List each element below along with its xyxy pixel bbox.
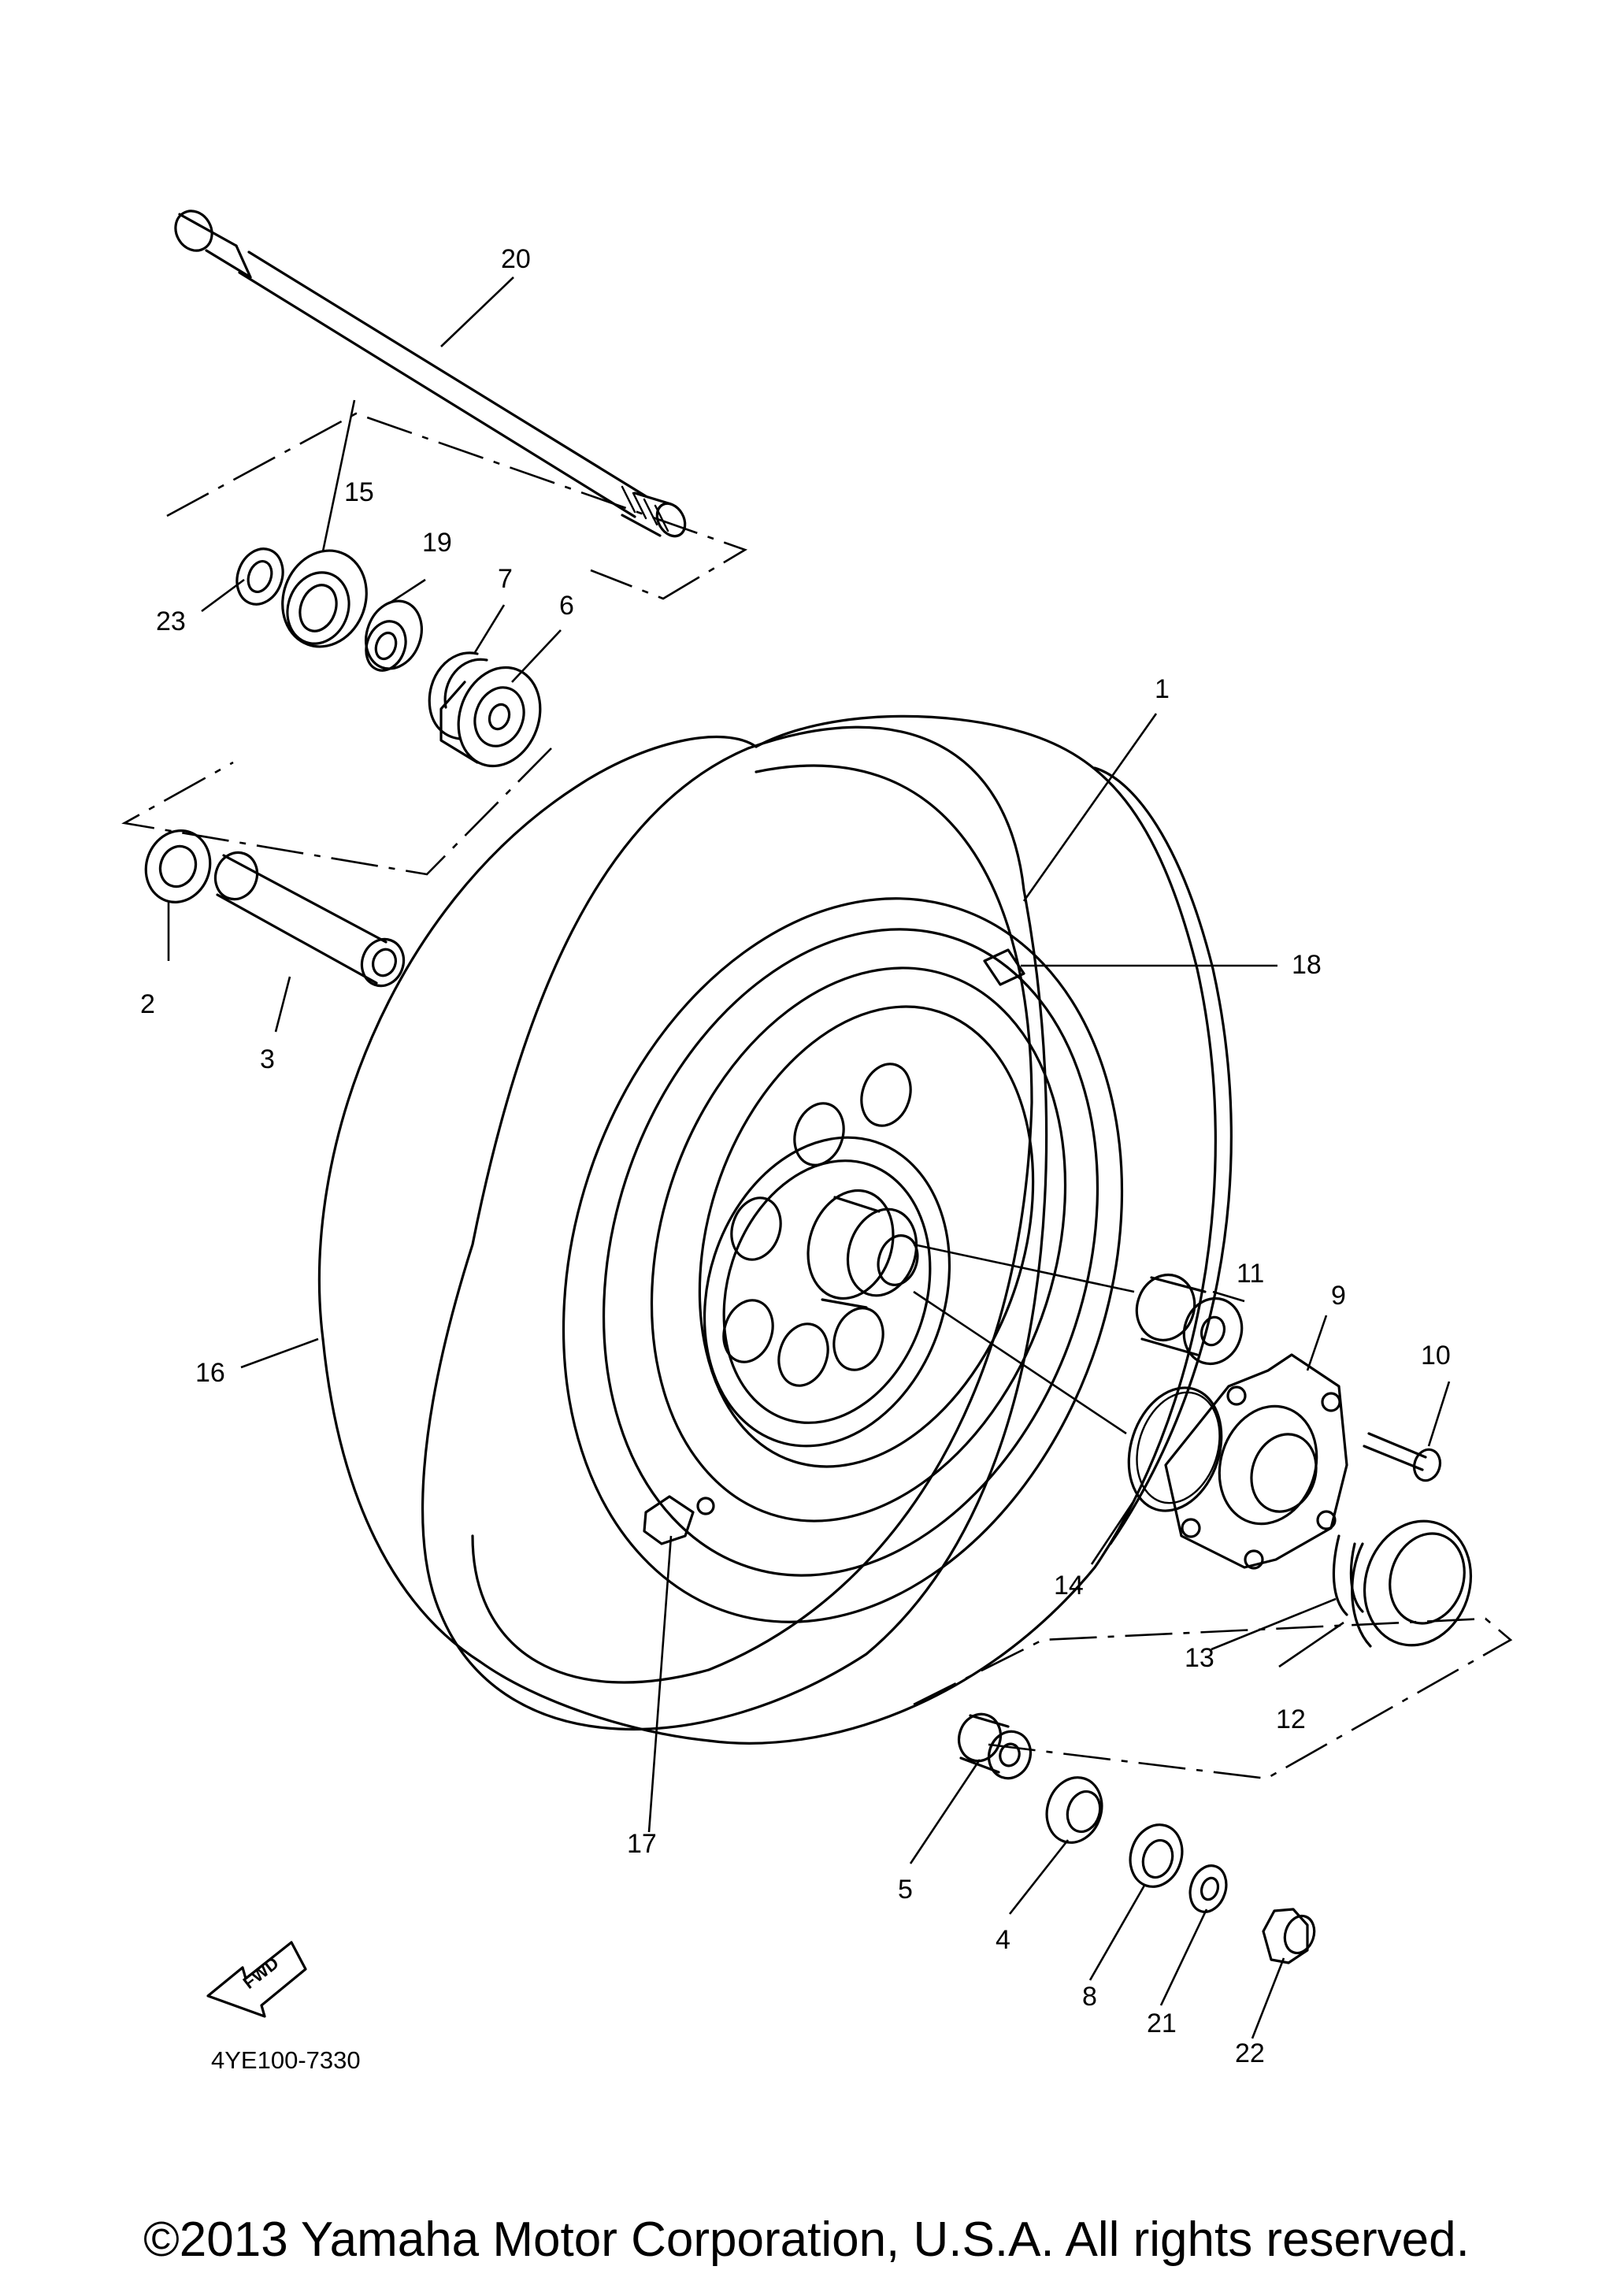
fwd-label: FWD bbox=[239, 1953, 283, 1993]
callout-3: 3 bbox=[260, 1044, 275, 1074]
callout-18: 18 bbox=[1292, 950, 1322, 980]
forward-arrow-icon: FWD bbox=[206, 1941, 307, 2018]
bearing-8 bbox=[1129, 1823, 1184, 1888]
spacer-3 bbox=[213, 851, 406, 988]
bearing-19 bbox=[365, 599, 423, 672]
callout-12: 12 bbox=[1276, 1704, 1306, 1734]
wheel-hub bbox=[703, 1063, 951, 1448]
callout-20: 20 bbox=[501, 244, 531, 274]
balance-weight-18 bbox=[983, 948, 1025, 986]
callout-9: 9 bbox=[1331, 1281, 1346, 1311]
circlip-7 bbox=[428, 651, 488, 740]
callout-19: 19 bbox=[422, 528, 452, 558]
callout-8: 8 bbox=[1082, 1982, 1097, 2012]
oil-seal-15 bbox=[281, 549, 368, 648]
callout-5: 5 bbox=[898, 1875, 913, 1905]
right-assembly-bracket bbox=[913, 1617, 1513, 1780]
valve-17 bbox=[643, 1495, 715, 1545]
part-callouts: 20 15 19 7 6 23 2 3 1 18 11 9 10 16 14 1… bbox=[140, 244, 1451, 2068]
collar-2 bbox=[144, 829, 212, 903]
bearing-13 bbox=[1332, 1534, 1364, 1616]
callout-11: 11 bbox=[1237, 1259, 1264, 1289]
callout-16: 16 bbox=[195, 1358, 225, 1388]
callout-6: 6 bbox=[559, 591, 574, 621]
callout-4: 4 bbox=[996, 1925, 1010, 1955]
callout-15: 15 bbox=[344, 477, 374, 507]
callout-14: 14 bbox=[1054, 1571, 1084, 1601]
collar-5 bbox=[957, 1712, 1033, 1780]
assembly-lines-right bbox=[913, 1243, 1135, 1435]
bolt-10 bbox=[1363, 1432, 1442, 1482]
callout-21: 21 bbox=[1147, 2009, 1177, 2038]
callout-leaders bbox=[167, 276, 1451, 2039]
nut-22 bbox=[1262, 1908, 1316, 1964]
copyright-notice: ©2013 Yamaha Motor Corporation, U.S.A. A… bbox=[143, 2213, 1470, 2267]
callout-7: 7 bbox=[498, 564, 513, 594]
spacer-4 bbox=[1045, 1776, 1103, 1844]
wheel-rim-1 bbox=[562, 897, 1124, 1623]
tire-16 bbox=[317, 714, 1233, 1745]
washer-21 bbox=[1188, 1864, 1228, 1913]
bearing-6 bbox=[439, 666, 542, 768]
diagram-code: 4YE100-7330 bbox=[211, 2046, 361, 2074]
callout-23: 23 bbox=[156, 606, 186, 636]
callout-17: 17 bbox=[627, 1829, 657, 1859]
o-ring-14 bbox=[1127, 1386, 1223, 1512]
callout-1: 1 bbox=[1155, 674, 1170, 704]
callout-22: 22 bbox=[1235, 2038, 1265, 2068]
callout-13: 13 bbox=[1185, 1643, 1214, 1673]
callout-10: 10 bbox=[1421, 1341, 1451, 1371]
callout-2: 2 bbox=[140, 989, 155, 1019]
front-axle bbox=[174, 210, 687, 538]
front-wheel-exploded-diagram: FWD 20 15 19 7 6 23 2 3 1 bbox=[121, 210, 1513, 2074]
collar-23 bbox=[235, 547, 284, 606]
oil-seal-12 bbox=[1351, 1519, 1473, 1648]
left-assembly-bracket bbox=[121, 412, 748, 876]
clutch-hub-9 bbox=[1164, 1353, 1348, 1570]
collar-11 bbox=[1135, 1273, 1244, 1366]
